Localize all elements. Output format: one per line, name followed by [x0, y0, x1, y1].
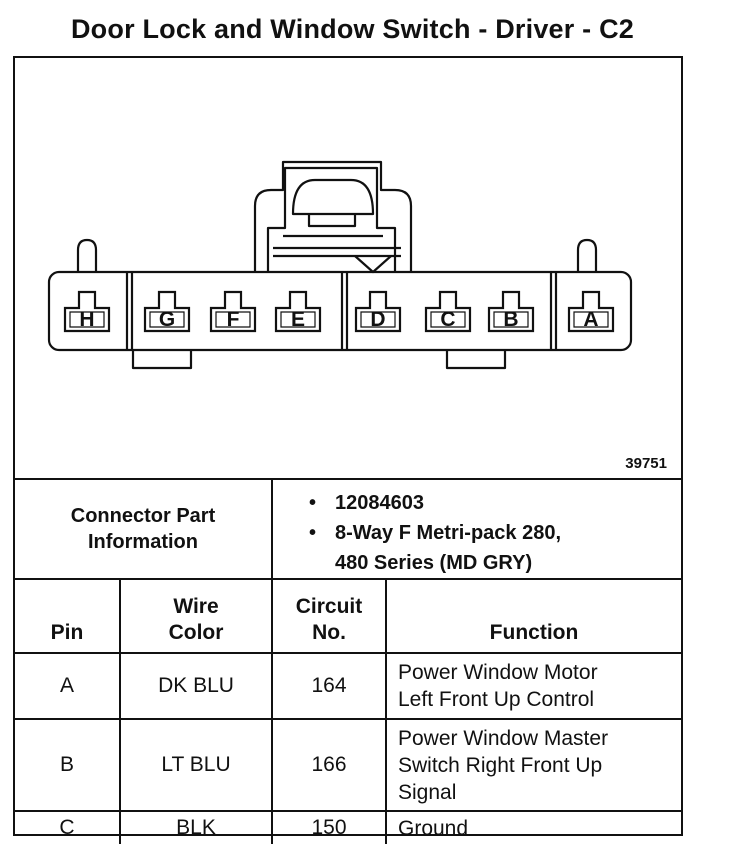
pin-cavity-inner: [360, 311, 396, 328]
function-line: Power Window Master: [398, 726, 609, 750]
pin-cell: B: [15, 718, 121, 812]
description-row: • 8-Way F Metri-pack 280, 480 Series (MD…: [309, 518, 681, 578]
pin-cavity-inner: [573, 311, 609, 328]
pin-cavity-inner: [69, 311, 105, 328]
circuit-cell: 164: [271, 652, 387, 720]
page-title: Door Lock and Window Switch - Driver - C…: [70, 14, 634, 44]
wire-color-cell: BLK: [119, 810, 273, 844]
pin-label: C: [440, 308, 455, 331]
pin-cavity-e: [274, 290, 322, 333]
pin-cavity-inner: [280, 311, 316, 328]
pin-cavity-a: [567, 290, 615, 333]
connector-info-value: • 12084603 • 8-Way F Metri-pack 280, 480…: [272, 478, 681, 578]
pin-cell: C: [15, 810, 121, 844]
pin-label: F: [227, 308, 240, 331]
pin-cavity-d: [354, 290, 402, 333]
pin-cavity-inner: [493, 311, 529, 328]
description-line1: 8-Way F Metri-pack 280,: [335, 522, 562, 544]
pin-cavity-c: [424, 290, 472, 333]
connector-info-label: Connector Part Information: [15, 478, 273, 578]
pin-label: E: [291, 308, 305, 331]
pin-table-header: Pin Wire Color Circuit No. Function: [15, 578, 681, 654]
wire-color-cell: LT BLU: [119, 718, 273, 812]
function-line: Power Window Motor: [398, 661, 598, 684]
connector-info-label-line2: Information: [88, 531, 198, 553]
pin-cavity-h: [63, 290, 111, 333]
circuit-cell: 166: [271, 718, 387, 812]
table-row: C BLK 150 Ground: [15, 810, 681, 844]
connector-info-label-line1: Connector Part: [70, 505, 216, 527]
function-line: Switch Right Front Up: [398, 753, 603, 777]
pin-cavity-b: [487, 290, 535, 333]
description-line2: 480 Series (MD GRY): [335, 552, 533, 574]
table-row: A DK BLU 164 Power Window Motor Left Fro…: [15, 652, 681, 720]
pin-table: Pin Wire Color Circuit No. Function A DK…: [15, 578, 681, 844]
header-wire-line1: Wire: [173, 595, 219, 618]
bullet: •: [309, 492, 317, 514]
connector-info-table: Connector Part Information • 12084603 • …: [15, 478, 681, 578]
header-pin: Pin: [15, 578, 121, 654]
header-wire-color: Wire Color: [119, 578, 273, 654]
header-wire-line2: Color: [168, 621, 224, 644]
pin-cavity-f: [209, 290, 257, 333]
pin-label: A: [583, 308, 598, 331]
function-cell: Ground: [385, 810, 681, 844]
pin-label: G: [159, 308, 175, 331]
pin-cavity-inner: [149, 311, 185, 328]
header-circuit-no: Circuit No.: [271, 578, 387, 654]
wire-color-cell: DK BLU: [119, 652, 273, 720]
header-circuit-line2: No.: [312, 621, 346, 644]
function-cell: Power Window Motor Left Front Up Control: [385, 652, 681, 720]
pin-cell: A: [15, 652, 121, 720]
function-cell: Power Window Master Switch Right Front U…: [385, 718, 681, 812]
pin-label: B: [503, 308, 518, 331]
bullet: •: [309, 522, 317, 544]
header-function: Function: [385, 578, 681, 654]
function-line: Signal: [398, 780, 457, 804]
diagram-id: 39751: [625, 455, 667, 472]
function-line: Left Front Up Control: [398, 688, 595, 711]
function-line: Ground: [398, 816, 469, 840]
circuit-cell: 150: [271, 810, 387, 844]
pin-cavity-g: [143, 290, 191, 333]
pin-cavity-inner: [430, 311, 466, 328]
pin-label: D: [370, 308, 385, 331]
part-number: 12084603: [335, 492, 424, 514]
header-circuit-line1: Circuit: [295, 595, 363, 618]
table-row: B LT BLU 166 Power Window Master Switch …: [15, 718, 681, 812]
pin-label: H: [79, 308, 94, 331]
connector-diagram: H G F E D C B A 39751: [15, 58, 681, 478]
part-number-row: • 12084603: [309, 488, 681, 518]
pin-cavity-inner: [215, 311, 251, 328]
